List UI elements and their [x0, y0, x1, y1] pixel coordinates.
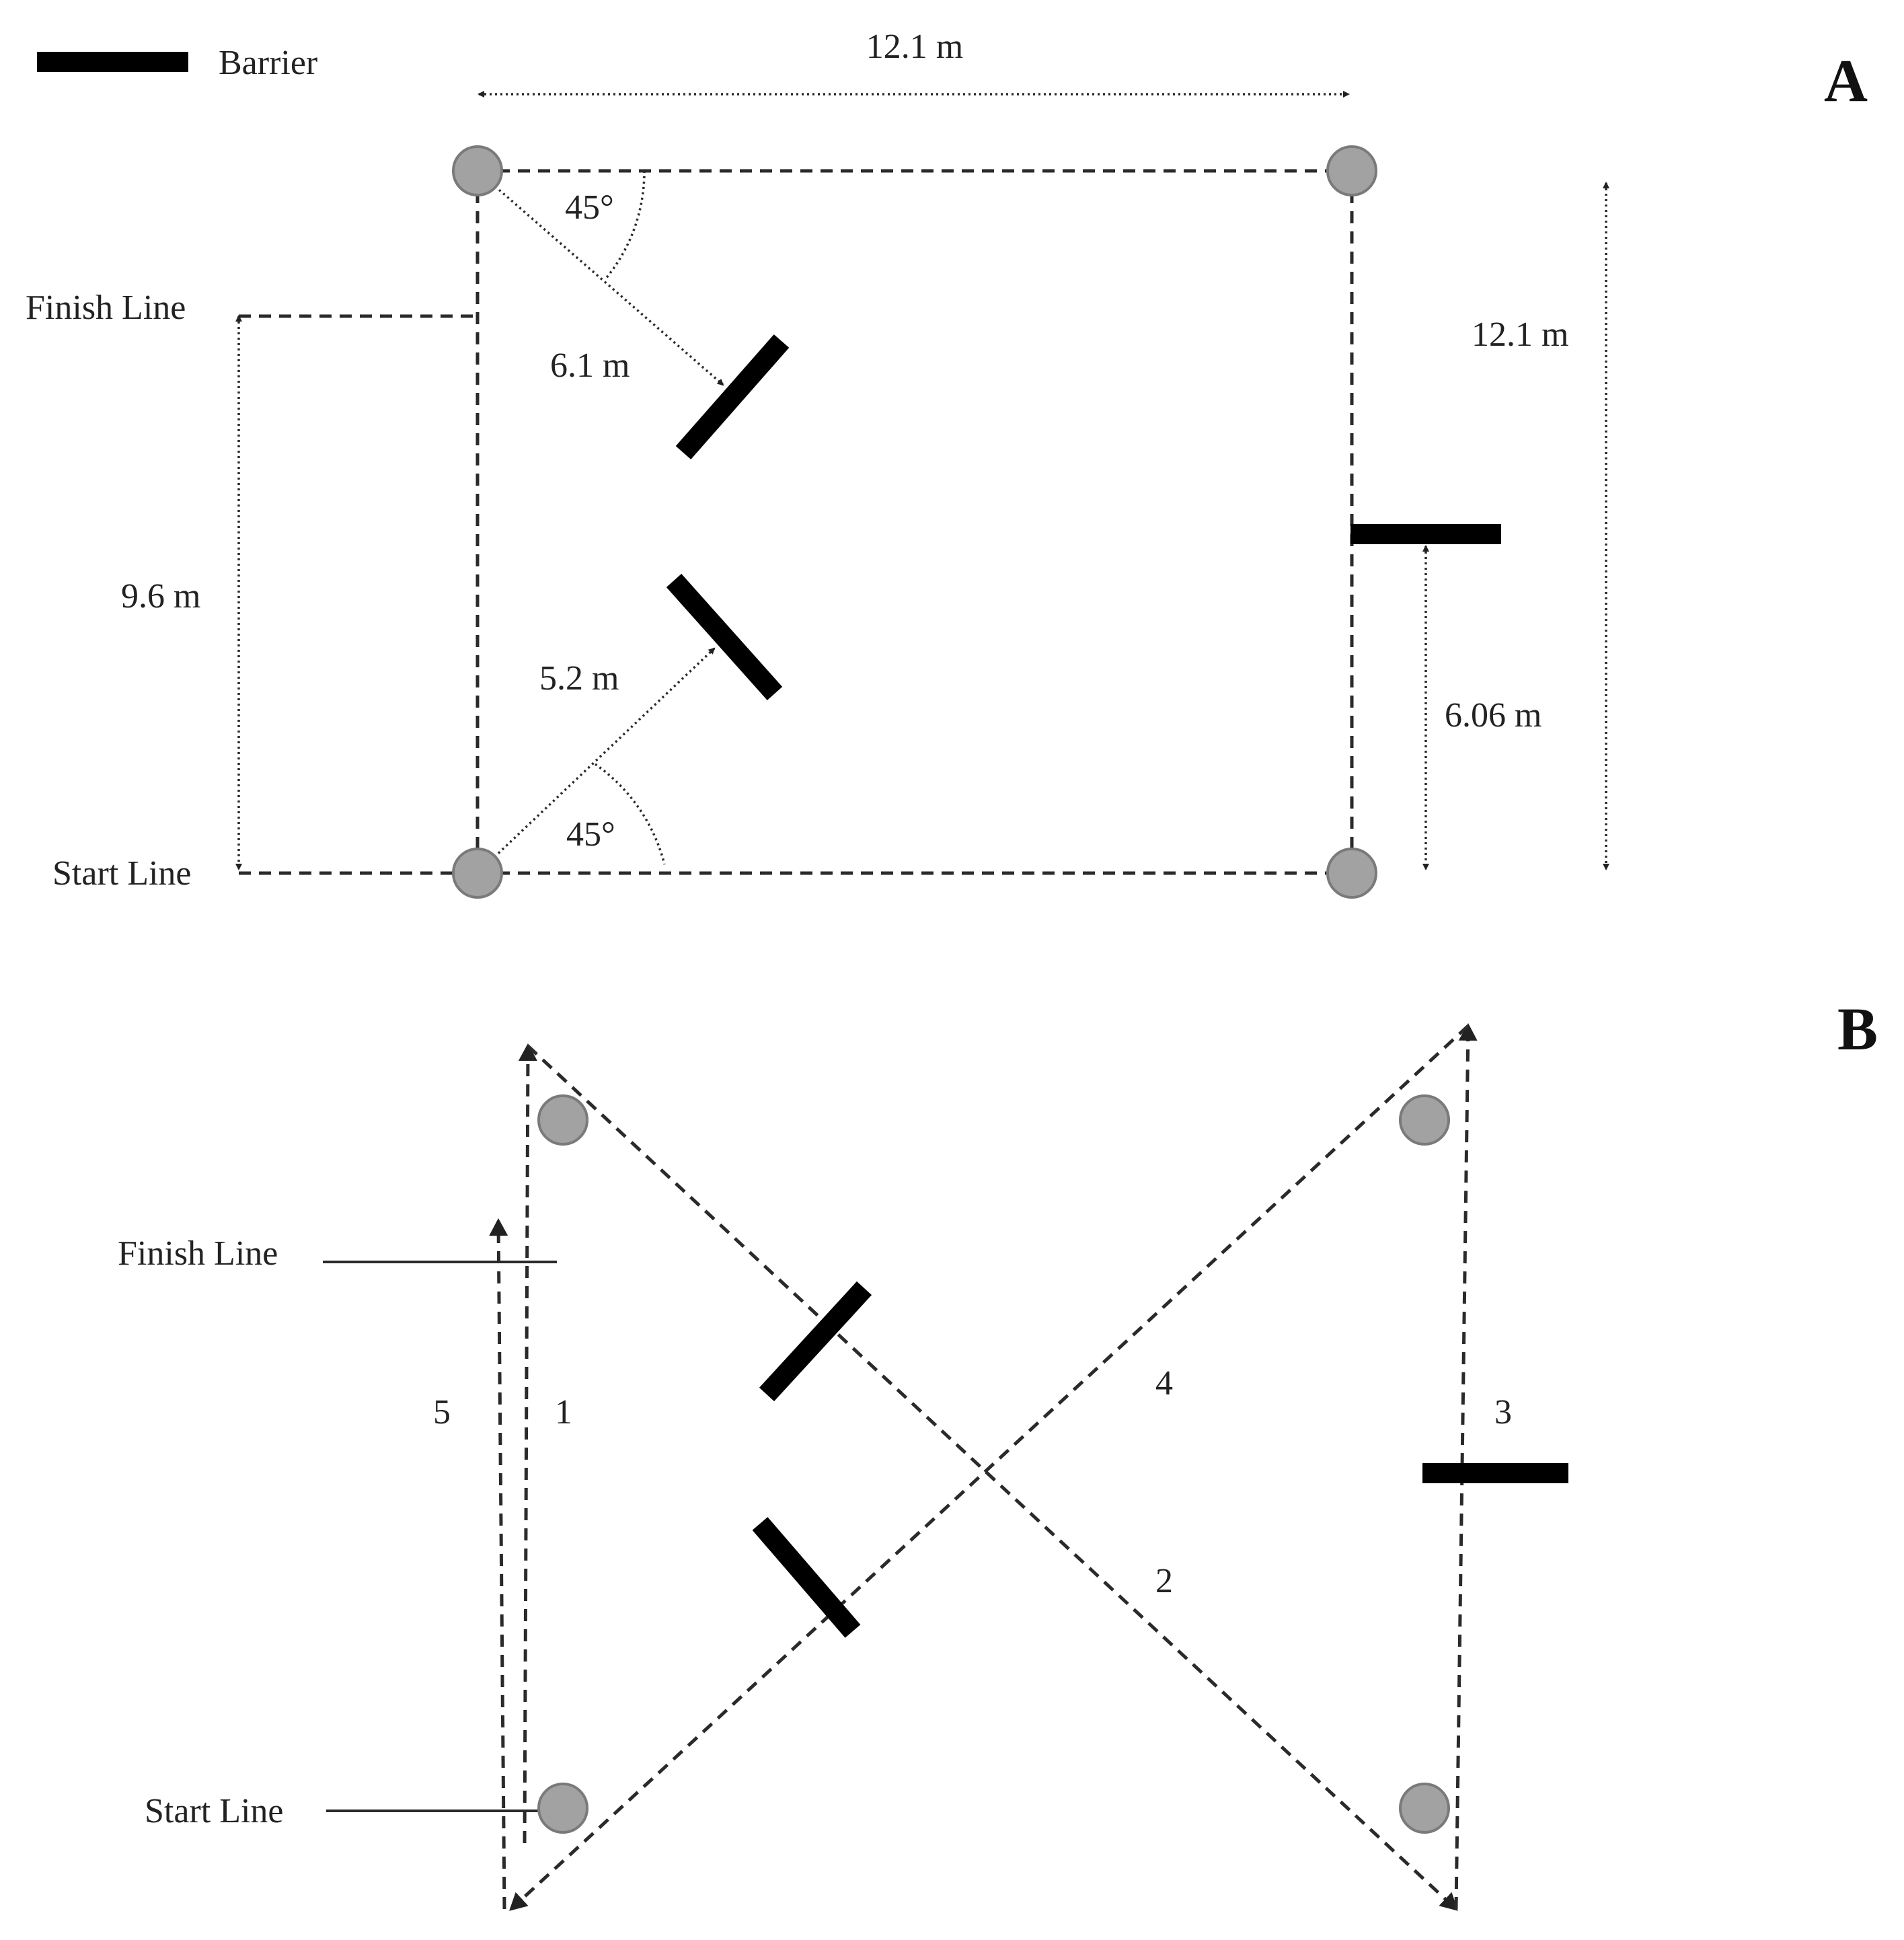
path-4: [509, 1024, 1470, 1911]
finish-line-label-a: Finish Line: [26, 289, 186, 327]
barrier-upper-b: [759, 1281, 872, 1402]
path-number-3: 3: [1494, 1393, 1512, 1431]
barrier-lower-b: [752, 1517, 861, 1638]
path-number-4: 4: [1155, 1364, 1173, 1403]
cone-top-right-a: [1326, 145, 1377, 196]
lower-diagonal-label: 5.2 m: [539, 659, 619, 698]
lower-diagonal: [478, 647, 716, 873]
upper-diagonal-label: 6.1 m: [550, 346, 630, 385]
barrier-lower-a: [666, 574, 783, 700]
upper-angle-arc: [604, 170, 646, 281]
legend: Barrier: [37, 44, 317, 82]
cone-bottom-right-b: [1399, 1783, 1450, 1834]
side-height-label: 12.1 m: [1472, 315, 1568, 354]
top-width-label: 12.1 m: [866, 28, 963, 66]
path-2: [527, 1045, 1458, 1911]
start-line-label-b: Start Line: [145, 1792, 284, 1830]
cone-bottom-right-a: [1326, 848, 1377, 899]
finish-line-label-b: Finish Line: [118, 1234, 278, 1273]
panel-a: A 12.1 m Finish Line Start Line 9.6 m 6.…: [26, 28, 1868, 899]
finish-distance-label: 9.6 m: [121, 577, 200, 615]
path-number-1: 1: [555, 1393, 572, 1431]
barrier-upper-a: [675, 334, 790, 459]
path-number-5: 5: [433, 1393, 451, 1431]
lower-angle-arc: [594, 763, 666, 865]
cone-bottom-left-b: [537, 1783, 588, 1834]
cone-bottom-left-a: [452, 848, 503, 899]
cone-top-right-b: [1399, 1094, 1450, 1146]
upper-angle-label: 45°: [565, 188, 614, 227]
path-1: [518, 1043, 537, 1844]
panel-b-letter: B: [1837, 996, 1878, 1063]
path-5: [489, 1218, 508, 1910]
panel-b: B Finish Line Start Line 1 2 3 4 5: [118, 996, 1878, 1911]
side-barrier-height-label: 6.06 m: [1445, 696, 1541, 735]
path-number-2: 2: [1155, 1562, 1173, 1600]
panel-a-letter: A: [1824, 48, 1868, 114]
path-3: [1454, 1023, 1478, 1910]
legend-barrier-label: Barrier: [219, 44, 317, 82]
start-line-label-a: Start Line: [52, 854, 192, 893]
course-rectangle: [475, 169, 1354, 875]
upper-diagonal: [478, 171, 724, 386]
cone-top-left-a: [452, 145, 503, 196]
lower-angle-label: 45°: [566, 815, 615, 854]
cone-top-left-b: [537, 1094, 588, 1146]
